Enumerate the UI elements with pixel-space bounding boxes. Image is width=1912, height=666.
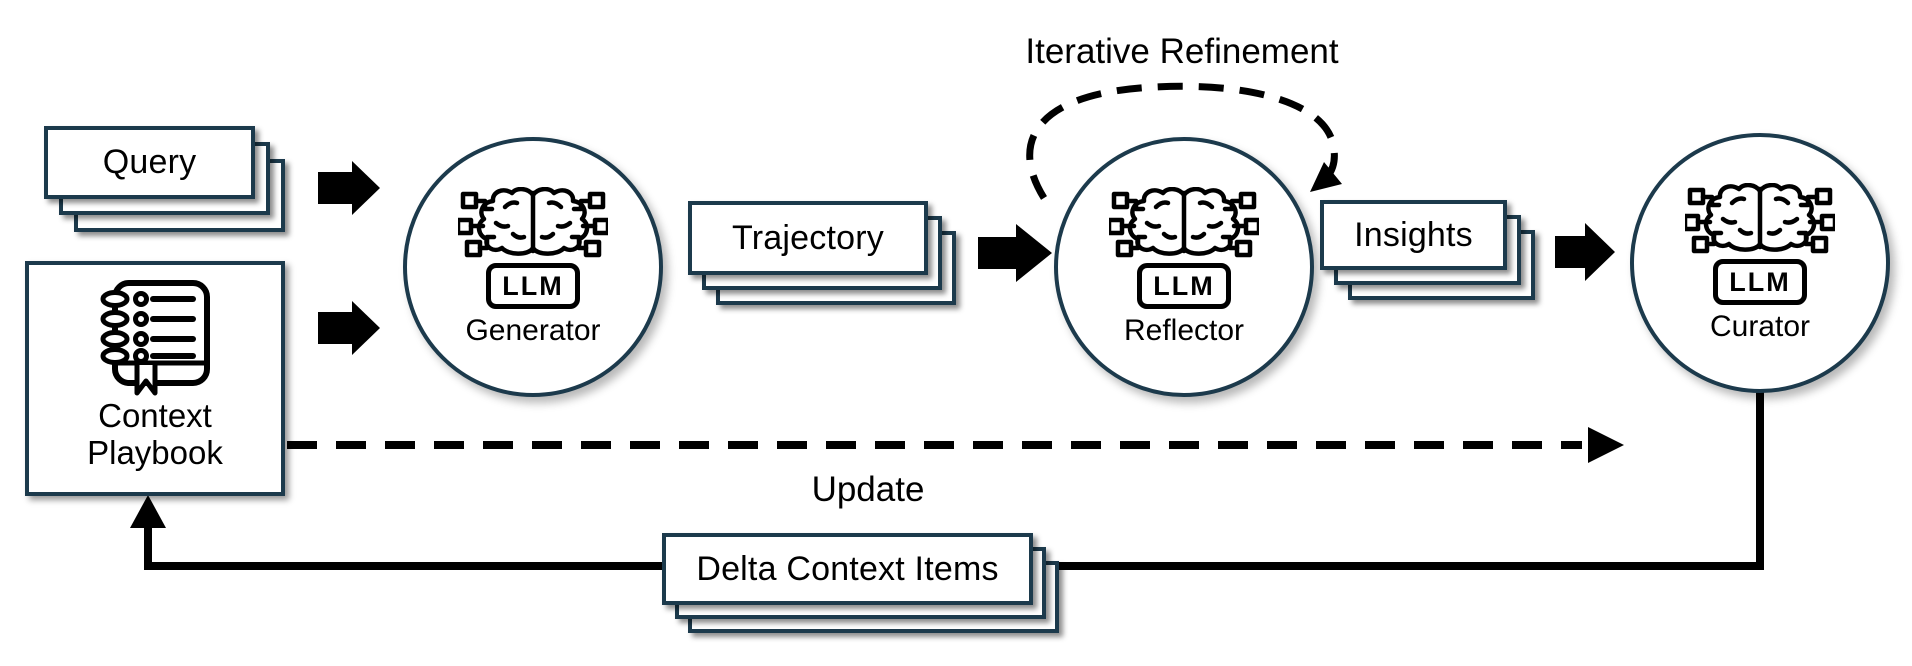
update-label: Update bbox=[811, 470, 925, 509]
flow-arrow-playbook-generator bbox=[318, 301, 380, 355]
query-label: Query bbox=[102, 143, 197, 181]
curator-node: LLM Curator bbox=[1630, 133, 1890, 393]
iterative-refinement-label: Iterative Refinement bbox=[1025, 32, 1339, 71]
insights-label: Insights bbox=[1354, 215, 1473, 254]
flow-arrow-insights-curator bbox=[1555, 223, 1615, 281]
iterative-refinement-arrowhead bbox=[1310, 162, 1342, 192]
context-playbook-box: Context Playbook bbox=[25, 261, 285, 496]
curator-label: Curator bbox=[1709, 309, 1811, 343]
query-card: Query bbox=[44, 126, 255, 199]
brain-circuit-icon bbox=[1109, 187, 1259, 259]
trajectory-card: Trajectory bbox=[688, 201, 928, 275]
insights-card: Insights bbox=[1320, 200, 1507, 270]
trajectory-label: Trajectory bbox=[732, 218, 884, 257]
brain-circuit-icon bbox=[458, 187, 608, 259]
flow-arrow-query-generator bbox=[318, 161, 380, 215]
llm-badge: LLM bbox=[486, 262, 580, 309]
generator-label: Generator bbox=[465, 313, 601, 347]
update-arrowhead bbox=[1588, 427, 1624, 463]
llm-badge: LLM bbox=[1137, 262, 1231, 309]
reflector-label: Reflector bbox=[1123, 313, 1245, 347]
feedback-arrowhead bbox=[130, 495, 166, 528]
flow-arrow-trajectory-reflector bbox=[978, 224, 1052, 282]
delta-card: Delta Context Items bbox=[662, 533, 1033, 605]
reflector-node: LLM Reflector bbox=[1054, 137, 1314, 397]
brain-circuit-icon bbox=[1685, 183, 1835, 255]
notebook-icon bbox=[95, 279, 215, 397]
generator-node: LLM Generator bbox=[403, 137, 663, 397]
llm-badge: LLM bbox=[1713, 258, 1807, 305]
delta-context-items-label: Delta Context Items bbox=[696, 549, 999, 588]
context-playbook-label-line2: Playbook bbox=[87, 434, 223, 471]
context-playbook-label-line1: Context bbox=[98, 397, 212, 434]
